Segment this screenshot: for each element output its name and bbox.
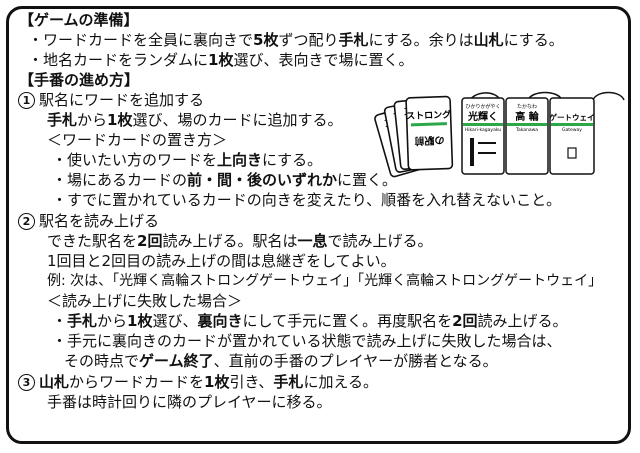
- text-segment: に加える。: [303, 373, 378, 391]
- text-segment: にする。余りは: [368, 31, 474, 49]
- step-number-1: 1: [18, 92, 35, 109]
- station-card-2-name: 高 輪: [515, 110, 539, 123]
- text-segment: 前・間・後のいずれか: [187, 171, 338, 189]
- text-segment: ・地名カードをランダムに: [28, 51, 209, 69]
- step-2-bullet-2: ・手元に裏向きのカードが置かれている状態で読み上げに失敗した場合は、: [52, 332, 562, 350]
- text-segment: 手札: [273, 373, 304, 391]
- step-3-line-2: 手番は時計回りに隣のプレイヤーに移る。: [47, 393, 332, 411]
- station-card-2-romaji: Takanawa: [515, 127, 538, 133]
- station-card-1-kana: ひかりかがやく: [465, 103, 500, 110]
- step-1-bullet-2: ・場にあるカードの前・間・後のいずれかに置く。: [52, 171, 397, 190]
- connector-arc-3: [592, 91, 625, 101]
- station-card-1-name: 光輝く: [467, 110, 498, 123]
- station-card-3-name: ゲートウェイ: [550, 112, 595, 122]
- text-segment: 選び、: [152, 312, 198, 330]
- cards-illustration: ス マ ズ ストロング の駅前 ひかりかがやく 光輝く Hikari-kagay…: [368, 86, 630, 188]
- cards-illustration-svg: ス マ ズ ストロング の駅前 ひかりかがやく 光輝く Hikari-kagay…: [374, 91, 625, 178]
- station-card-2-kana: たかなわ: [517, 103, 537, 110]
- text-segment: 山札: [473, 31, 504, 49]
- text-segment: で読み上げる。: [327, 232, 433, 250]
- text-segment: ・使いたい方のワードを: [52, 151, 218, 169]
- prep-line-1: ・ワードカードを全員に裏向きで5枚ずつ配り手札にする。余りは山札にする。: [28, 31, 564, 50]
- text-segment: 一息: [297, 232, 328, 250]
- text-segment: 手札: [67, 312, 98, 330]
- rules-panel: [6, 6, 631, 444]
- station-card-1-mark: [470, 138, 474, 166]
- station-card-3-romaji: Gateway: [562, 127, 582, 133]
- text-segment: 1枚: [107, 111, 133, 129]
- text-segment: にして手元に置く。再度駅名を: [242, 312, 453, 330]
- text-segment: ・: [52, 312, 68, 330]
- text-segment: からワードカードを: [69, 373, 205, 391]
- text-segment: にする。: [503, 31, 564, 49]
- turn-header: 【手番の進め方】: [19, 71, 140, 89]
- station-card-3-mark: [567, 147, 577, 159]
- text-segment: 選び、場のカードに追加する。: [132, 111, 343, 129]
- text-segment: 読み上げる。駅名は: [162, 232, 298, 250]
- station-card-1-romaji: Hikari-kagayaku: [465, 127, 501, 133]
- text-segment: 山札: [39, 373, 70, 391]
- text-segment: その時点で: [64, 352, 140, 370]
- text-segment: ・ワードカードを全員に裏向きで: [28, 31, 254, 49]
- station-card-3: ゲートウェイ Gateway: [549, 97, 595, 175]
- text-segment: 駅名を読み上げる: [39, 212, 160, 230]
- text-segment: から: [77, 111, 108, 129]
- text-segment: 1枚: [127, 312, 153, 330]
- text-segment: 駅名にワードを追加する: [39, 91, 205, 109]
- text-segment: 2回: [452, 312, 478, 330]
- text-segment: 上向き: [217, 151, 263, 169]
- prep-header: 【ゲームの準備】: [19, 11, 139, 29]
- text-segment: ゲーム終了: [139, 352, 214, 370]
- text-segment: 1枚: [208, 51, 234, 69]
- step-1-subheading: ＜ワードカードの置き方＞: [47, 131, 228, 149]
- text-segment: 手札: [47, 111, 78, 129]
- text-segment: にする。: [262, 151, 323, 169]
- text-segment: 裏向き: [197, 312, 243, 330]
- text-segment: 引き、: [229, 373, 274, 391]
- station-card-1: ひかりかがやく 光輝く Hikari-kagayaku: [461, 97, 505, 175]
- text-segment: 5枚: [253, 31, 279, 49]
- step-2-bullet-2-cont: その時点でゲーム終了、直前の手番のプレイヤーが勝者となる。: [64, 352, 498, 371]
- text-segment: 、直前の手番のプレイヤーが勝者となる。: [213, 352, 498, 370]
- fan-card-front: ストロング の駅前: [405, 95, 454, 171]
- fan-card-bottom-word: の駅前: [414, 134, 444, 148]
- step-number-3: 3: [18, 374, 35, 391]
- text-segment: 手札: [338, 31, 369, 49]
- step-2-subheading: ＜読み上げに失敗した場合＞: [47, 292, 243, 310]
- text-segment: 選び、表向きで場に置く。: [233, 51, 414, 69]
- step-1-line-1: 手札から1枚選び、場のカードに追加する。: [47, 111, 342, 130]
- step-1-bullet-1: ・使いたい方のワードを上向きにする。: [52, 151, 322, 170]
- prep-line-2: ・地名カードをランダムに1枚選び、表向きで場に置く。: [28, 51, 413, 70]
- step-2-line-2: 1回目と2回目の読み上げの間は息継ぎをしてよい。: [47, 252, 396, 270]
- step-number-2: 2: [18, 213, 35, 230]
- step-1-bullet-3: ・すでに置かれているカードの向きを変えたり、順番を入れ替えないこと。: [52, 191, 562, 209]
- station-card-2: たかなわ 高 輪 Takanawa: [505, 97, 549, 175]
- step-2-bullet-1: ・手札から1枚選び、裏向きにして手元に置く。再度駅名を2回読み上げる。: [52, 312, 568, 331]
- step-2-line-1: できた駅名を2回読み上げる。駅名は一息で読み上げる。: [47, 232, 433, 251]
- text-segment: 2回: [137, 232, 163, 250]
- text-segment: できた駅名を: [47, 232, 138, 250]
- text-segment: 読み上げる。: [477, 312, 568, 330]
- fan-card-word-0: ストロング: [406, 108, 451, 122]
- text-segment: ずつ配り: [278, 31, 339, 49]
- text-segment: 1枚: [204, 373, 230, 391]
- step-2-example: 例: 次は、「光輝く高輪ストロングゲートウェイ」「光輝く高輪ストロングゲートウェ…: [47, 273, 603, 289]
- text-segment: から: [97, 312, 128, 330]
- text-segment: ・場にあるカードの: [52, 171, 188, 189]
- text-segment: に置く。: [337, 171, 398, 189]
